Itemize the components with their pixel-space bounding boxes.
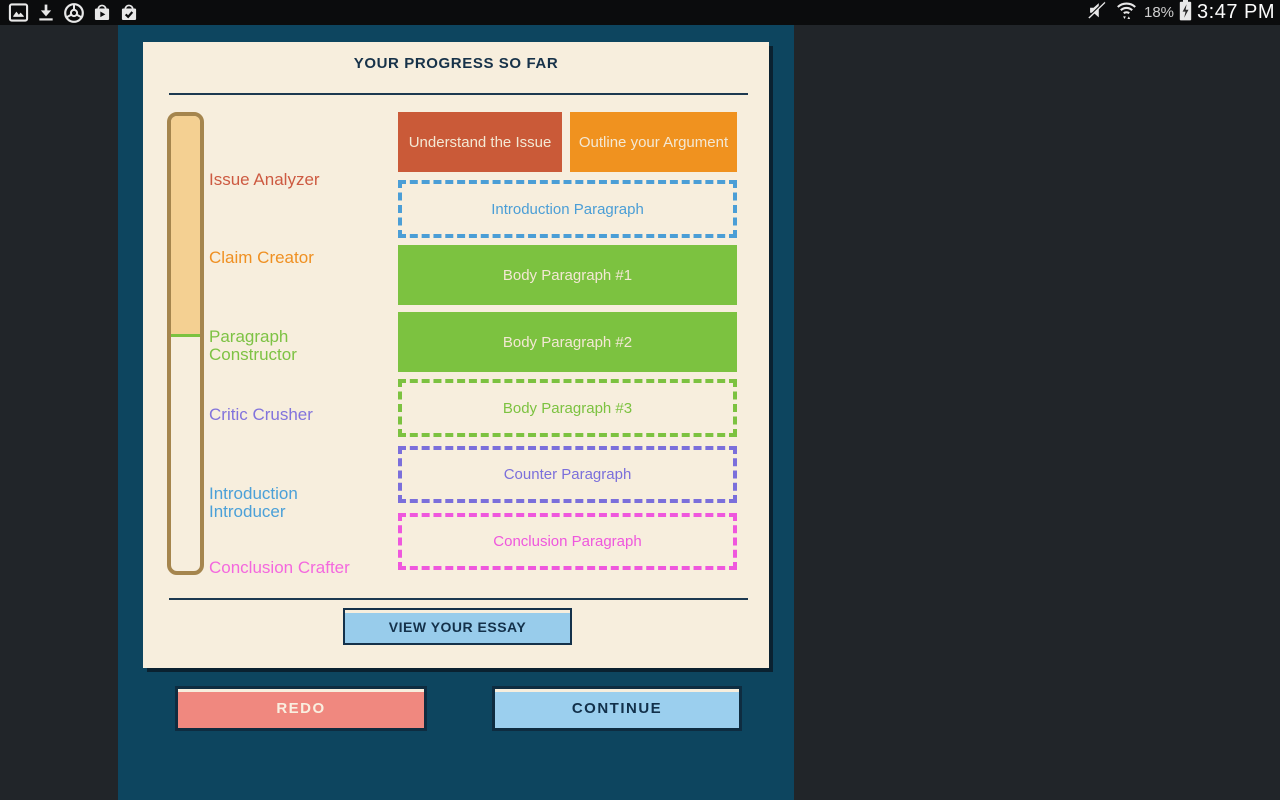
clock-text: 3:47 PM — [1197, 1, 1275, 23]
system-status-cluster: 18% 3:47 PM — [1084, 0, 1275, 25]
gallery-icon — [8, 2, 29, 23]
bag-check-icon — [119, 2, 139, 23]
wifi-icon — [1114, 0, 1139, 26]
stage-label-issue-analyzer: Issue Analyzer — [209, 170, 320, 189]
download-icon — [36, 2, 56, 23]
block-outline-your-argument[interactable]: Outline your Argument — [570, 112, 737, 172]
block-conclusion-paragraph[interactable]: Conclusion Paragraph — [398, 513, 737, 570]
page-title: YOUR PROGRESS SO FAR — [353, 55, 559, 72]
chrome-icon — [63, 2, 85, 24]
stage-label-claim-creator: Claim Creator — [209, 248, 314, 267]
battery-percent-text: 18% — [1143, 4, 1175, 21]
block-understand-the-issue[interactable]: Understand the Issue — [398, 112, 562, 172]
android-status-bar[interactable]: 18% 3:47 PM — [0, 0, 1280, 25]
progress-meter-fill — [171, 116, 200, 337]
stage-label-introduction-introducer: Introduction Introducer — [209, 484, 298, 521]
progress-card: YOUR PROGRESS SO FAR Issue Analyzer Clai… — [143, 42, 769, 668]
notification-icons — [0, 2, 139, 24]
block-body-paragraph-1[interactable]: Body Paragraph #1 — [398, 245, 737, 305]
footer-divider — [169, 598, 748, 600]
stage-label-conclusion-crafter: Conclusion Crafter — [209, 558, 350, 577]
continue-button[interactable]: CONTINUE — [492, 686, 742, 731]
title-divider — [169, 93, 748, 95]
block-body-paragraph-3[interactable]: Body Paragraph #3 — [398, 379, 737, 437]
view-your-essay-button[interactable]: VIEW YOUR ESSAY — [343, 608, 572, 645]
stage-label-paragraph-constructor: Paragraph Constructor — [209, 327, 297, 364]
block-body-paragraph-2[interactable]: Body Paragraph #2 — [398, 312, 737, 372]
block-introduction-paragraph[interactable]: Introduction Paragraph — [398, 180, 737, 238]
progress-meter — [167, 112, 204, 575]
stage-label-critic-crusher: Critic Crusher — [209, 405, 313, 424]
redo-button[interactable]: REDO — [175, 686, 427, 731]
volume-muted-icon — [1084, 0, 1109, 26]
battery-charging-icon — [1179, 0, 1192, 26]
play-store-icon — [92, 2, 112, 23]
block-counter-paragraph[interactable]: Counter Paragraph — [398, 446, 737, 503]
